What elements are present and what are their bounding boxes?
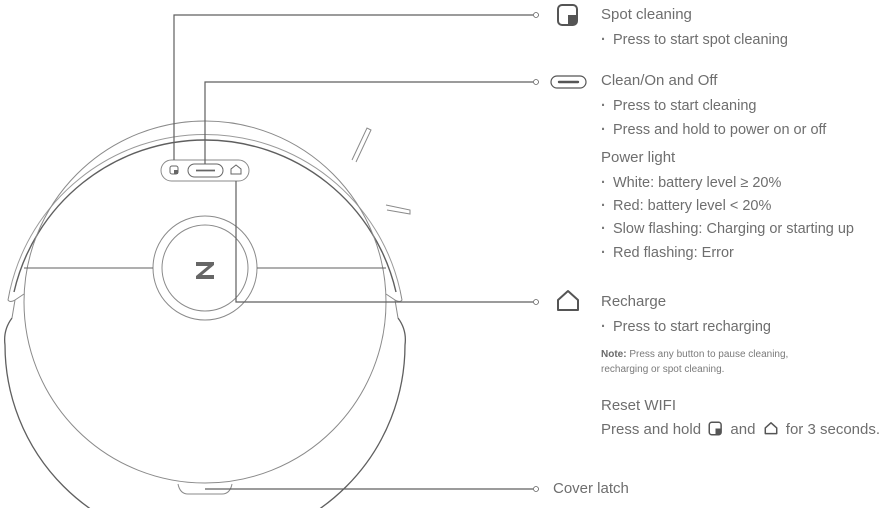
- reset-wifi-suffix: for 3 seconds.: [785, 421, 881, 438]
- home-recharge-icon: [557, 290, 579, 311]
- spot-cleaning-icon: [557, 4, 578, 26]
- power-light-bullet-4: Red flashing: Error: [601, 244, 734, 262]
- clean-bullet-1: Press to start cleaning: [601, 97, 756, 115]
- spot-cleaning-icon: [708, 421, 723, 436]
- power-light-title: Power light: [601, 149, 676, 166]
- lds-cover-inner: [161, 224, 249, 312]
- recharge-bullet: Press to start recharging: [601, 318, 771, 336]
- reset-wifi-instructions: Press and hold and for 3 seconds.: [601, 421, 880, 439]
- home-recharge-icon: [764, 422, 778, 435]
- roborock-z-logo: [196, 262, 214, 279]
- clean-power-icon: [550, 75, 587, 89]
- panel-spot-button[interactable]: [169, 165, 179, 175]
- reset-wifi-title: Reset WIFI: [601, 397, 677, 414]
- leader-spot: [173, 14, 533, 160]
- power-light-bullet-3: Slow flashing: Charging or starting up: [601, 220, 854, 238]
- robot-body: [4, 120, 411, 508]
- reset-wifi-and: and: [730, 421, 756, 438]
- note-line-2: recharging or spot cleaning.: [601, 364, 725, 375]
- power-light-bullet-1: White: battery level ≥ 20%: [601, 174, 781, 192]
- side-brush-2: [385, 204, 411, 215]
- recharge-title: Recharge: [601, 293, 667, 310]
- clean-title: Clean/On and Off: [601, 72, 718, 89]
- clean-bullet-2: Press and hold to power on or off: [601, 121, 826, 139]
- lds-cover-outer: [152, 215, 258, 321]
- note-label: Note:: [601, 349, 627, 360]
- cover-latch-label: Cover latch: [553, 480, 629, 497]
- power-light-bullet-2: Red: battery level < 20%: [601, 197, 771, 215]
- body-outer-lower: [4, 317, 406, 508]
- recharge-note: Note: Press any button to pause cleaning…: [601, 347, 788, 377]
- panel-recharge-button[interactable]: [230, 164, 242, 175]
- reset-wifi-prefix: Press and hold: [601, 421, 702, 438]
- panel-clean-button[interactable]: [187, 163, 224, 178]
- leader-lines: [173, 12, 539, 492]
- side-brush-1: [351, 127, 372, 163]
- spot-cleaning-title: Spot cleaning: [601, 6, 692, 23]
- spot-cleaning-bullet: Press to start spot cleaning: [601, 31, 788, 49]
- leader-clean: [204, 81, 533, 164]
- leader-recharge: [235, 181, 533, 303]
- note-line-1: Press any button to pause cleaning,: [626, 349, 789, 360]
